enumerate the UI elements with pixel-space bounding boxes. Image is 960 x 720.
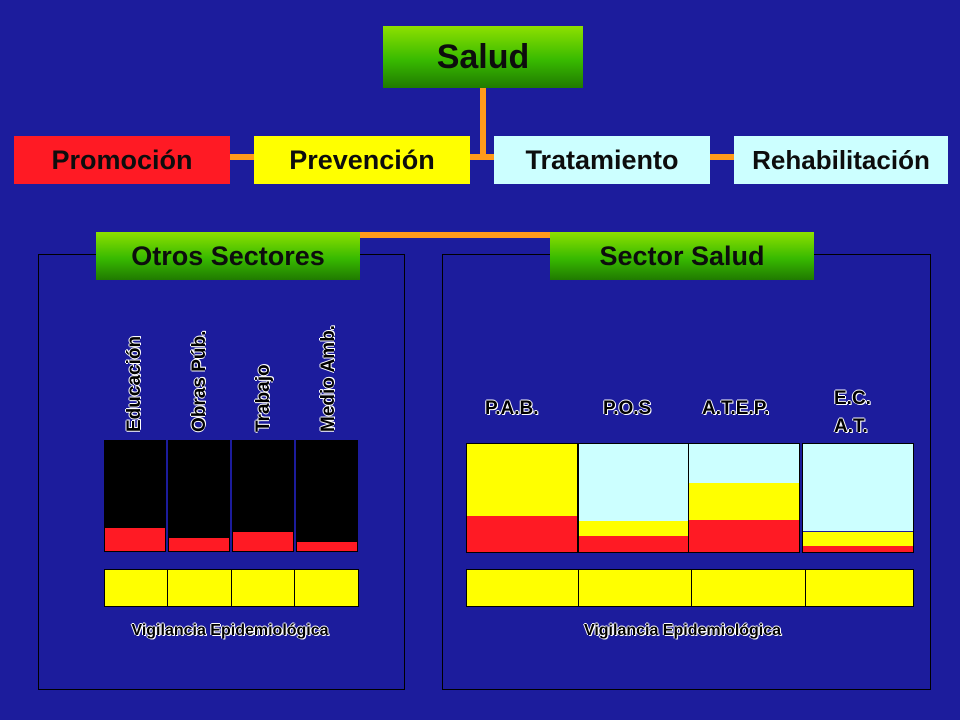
column-label-at: A.T.	[834, 416, 868, 437]
otros-sectores-header: Otros Sectores	[96, 232, 360, 280]
right-vigilancia-label: Vigilancia Epidemiológica	[583, 622, 782, 639]
column-label-medio-amb: Medio Amb.	[318, 325, 339, 432]
column-pos-yellow	[579, 520, 689, 536]
left-foundation-cell	[168, 570, 232, 606]
sector-salud-title: Sector Salud	[599, 240, 765, 271]
column-pos-cyan	[579, 444, 689, 521]
sector-salud-header: Sector Salud	[550, 232, 814, 280]
right-foundation-cell	[579, 570, 693, 606]
column-educacion	[104, 440, 166, 552]
otros-sectores-title: Otros Sectores	[131, 240, 325, 271]
column-pos-red	[579, 535, 689, 552]
column-label-pab: P.A.B.	[485, 398, 539, 419]
promocion-box: Promoción	[14, 136, 230, 184]
left-vigilancia-label: Vigilancia Epidemiológica	[131, 622, 329, 639]
column-label-atep: A.T.E.P.	[702, 398, 770, 419]
column-ec-at	[802, 443, 914, 553]
left-foundation-cell	[295, 570, 358, 606]
column-pab-yellow	[467, 444, 577, 517]
column-pab-red	[467, 516, 577, 552]
column-trabajo	[232, 440, 294, 552]
column-medio-amb-red	[297, 542, 357, 551]
tratamiento-label: Tratamiento	[525, 144, 679, 175]
column-atep	[688, 443, 800, 553]
column-educacion-red	[105, 527, 165, 551]
column-label-educacion: Educación	[124, 335, 145, 432]
column-ec-at-red	[803, 545, 913, 552]
column-label-obras-pub: Obras Púb.	[189, 330, 210, 432]
column-obras-pub-red	[169, 537, 229, 551]
tratamiento-box: Tratamiento	[494, 136, 710, 184]
right-foundation-cell	[806, 570, 913, 606]
column-label-trabajo: Trabajo	[253, 364, 274, 432]
column-medio-amb	[296, 440, 358, 552]
left-foundation-bar	[104, 569, 359, 607]
column-ec-at-cyan	[803, 444, 913, 532]
column-trabajo-red	[233, 532, 293, 551]
prevencion-box: Prevención	[254, 136, 470, 184]
salud-title: Salud	[436, 37, 530, 76]
right-foundation-cell	[467, 570, 579, 606]
left-foundation-cell	[232, 570, 295, 606]
promocion-label: Promoción	[51, 144, 193, 175]
salud-box: Salud	[383, 26, 583, 88]
column-label-ec: E.C.	[834, 388, 871, 409]
column-obras-pub	[168, 440, 230, 552]
rehabilitacion-box: Rehabilitación	[734, 136, 948, 184]
left-foundation-cell	[105, 570, 169, 606]
rehabilitacion-label: Rehabilitación	[752, 144, 930, 175]
column-atep-yellow	[689, 482, 799, 520]
right-foundation-bar	[466, 569, 914, 607]
column-pos	[578, 443, 690, 553]
column-pab	[466, 443, 578, 553]
right-foundation-cell	[692, 570, 806, 606]
column-atep-cyan	[689, 444, 799, 483]
prevencion-label: Prevención	[289, 144, 435, 175]
column-ec-at-yellow	[803, 531, 913, 546]
column-atep-red	[689, 519, 799, 552]
column-label-pos: P.O.S	[603, 398, 652, 419]
